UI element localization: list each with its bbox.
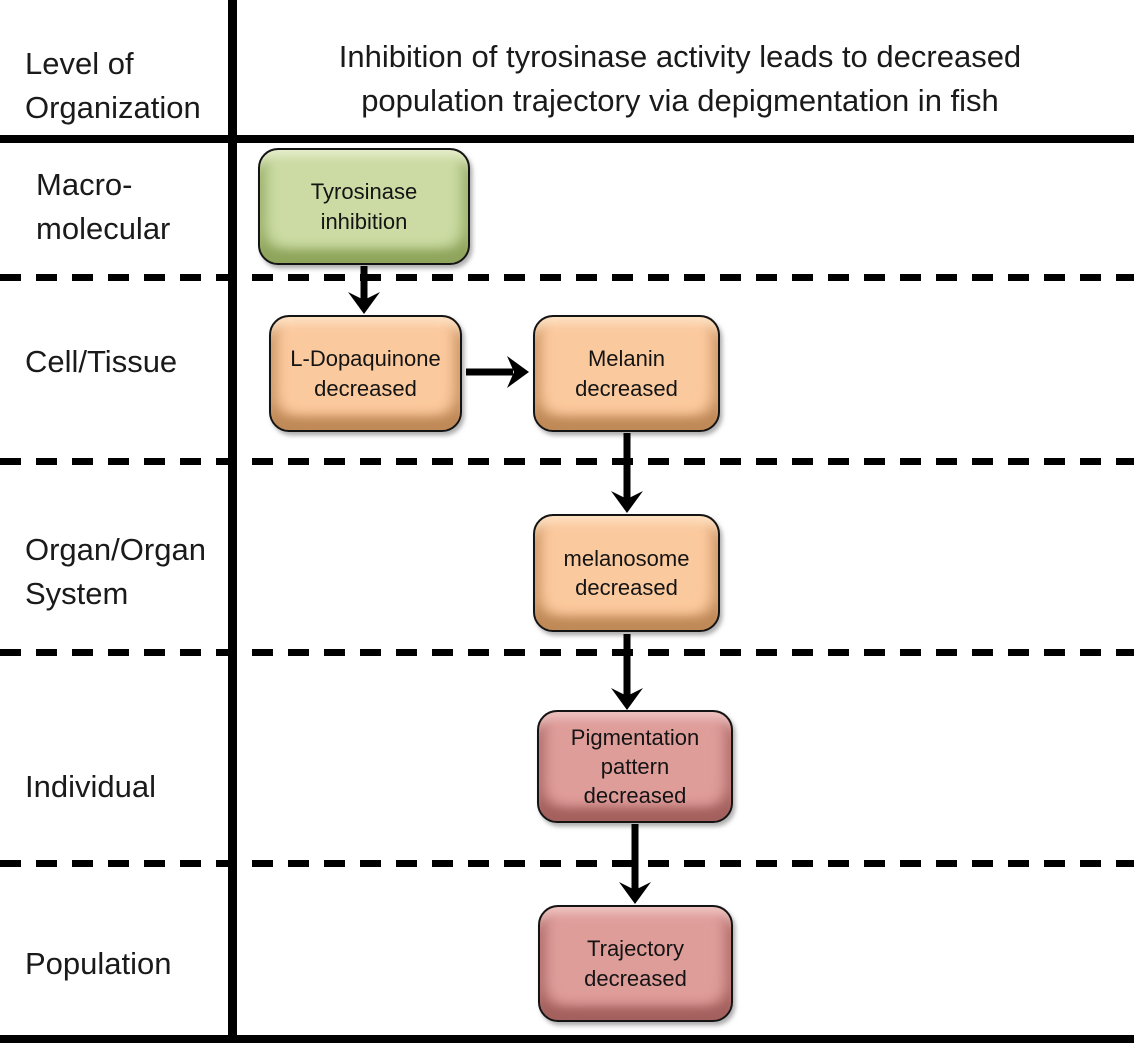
row-label-macromolecular: Macro- molecular (36, 167, 171, 247)
row-label-organ-system: Organ/Organ System (25, 532, 206, 612)
header-divider-line (0, 135, 1134, 143)
row-divider-1 (0, 274, 1134, 281)
arrow-down-icon (611, 433, 643, 513)
node-tyrosinase-inhibition: Tyrosinase inhibition (258, 148, 470, 265)
level-of-organization-heading: Level of Organization (25, 46, 201, 126)
node-pigmentation-pattern-decreased: Pigmentation pattern decreased (537, 710, 733, 823)
row-divider-4 (0, 860, 1134, 867)
arrow-right-icon (466, 356, 529, 388)
node-melanosome-decreased: melanosome decreased (533, 514, 720, 632)
row-label-cell-tissue: Cell/Tissue (25, 344, 178, 379)
row-label-individual: Individual (25, 769, 156, 804)
node-l-dopaquinone-decreased: L-Dopaquinone decreased (269, 315, 462, 432)
node-melanin-decreased: Melanin decreased (533, 315, 720, 432)
bottom-border-line (0, 1035, 1134, 1043)
arrow-down-icon (619, 824, 651, 904)
row-divider-2 (0, 458, 1134, 465)
arrow-down-icon (348, 266, 380, 314)
column-divider-line (228, 0, 237, 1043)
row-label-population: Population (25, 946, 172, 981)
node-trajectory-decreased: Trajectory decreased (538, 905, 733, 1022)
row-divider-3 (0, 649, 1134, 656)
arrow-down-icon (611, 634, 643, 710)
diagram-title: Inhibition of tyrosinase activity leads … (338, 39, 1022, 119)
